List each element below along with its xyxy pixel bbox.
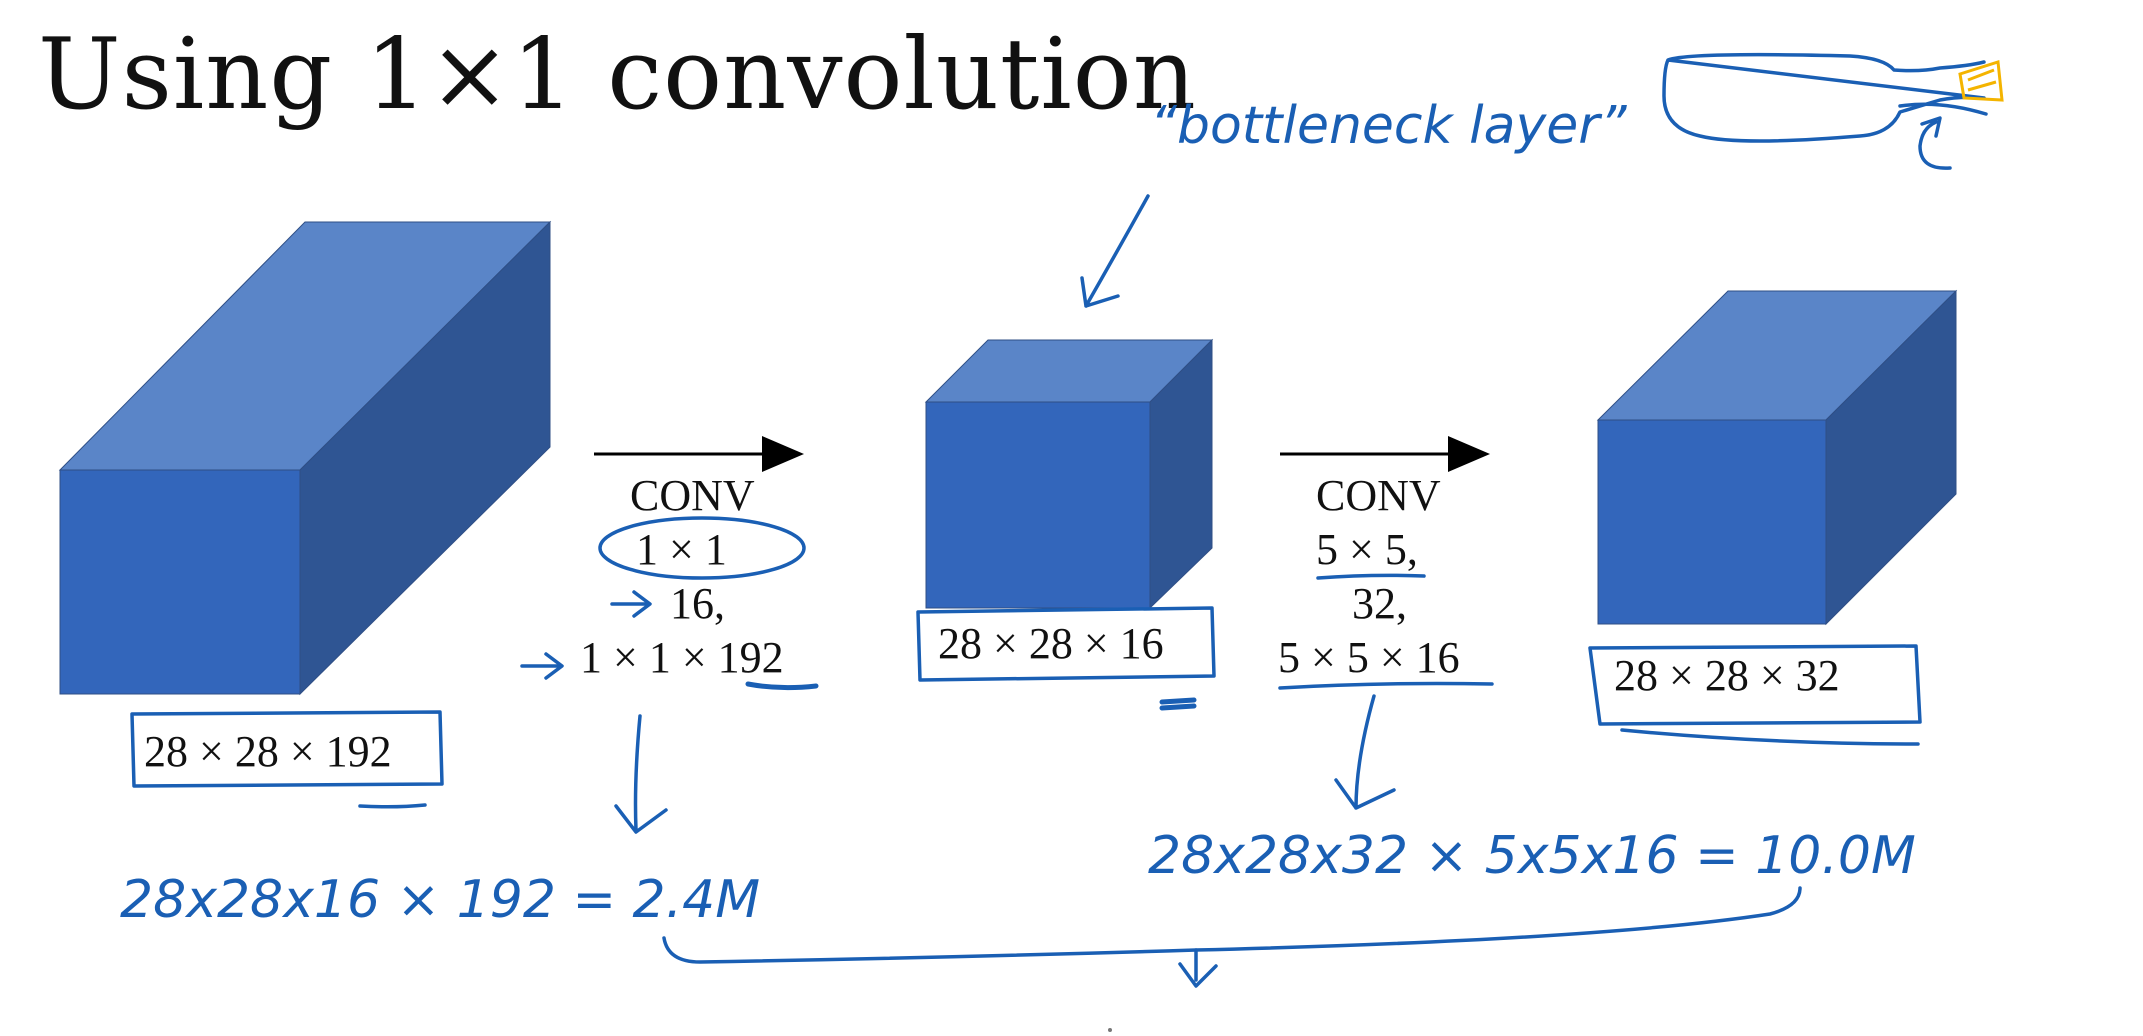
conv2-filter-shape: 5 × 5 × 16 [1278, 633, 1460, 682]
conv1-filter-circle [598, 516, 806, 580]
bottle-neck-lines [1898, 102, 1988, 116]
conv1-name: CONV [630, 471, 755, 520]
conv1-cost: 28x28x16 × 192 = 2.4M [120, 870, 761, 930]
total-cost-brace-tip [1178, 948, 1218, 988]
conv1-filter-count: 16, [670, 579, 725, 628]
volume-3-label-box [1588, 644, 1922, 726]
volume-2-cube [924, 338, 1214, 610]
ink-annotations [130, 52, 1988, 988]
conv1-filters-pointer [610, 590, 652, 618]
volume-2-front-face [925, 401, 1151, 609]
volume-1-front-face [59, 469, 301, 695]
stray-dot [1108, 1028, 1112, 1032]
bottle-body [1662, 52, 1986, 143]
volume-1-label-underline [358, 803, 427, 809]
volume-1-label: 28 × 28 × 192 [144, 727, 392, 776]
bottle-highlight [1958, 60, 2004, 102]
conv2-cost: 28x28x32 × 5x5x16 = 10.0M [1148, 826, 1916, 886]
conv2-filter-size: 5 × 5, [1316, 525, 1418, 574]
conv1-shape-pointer [520, 652, 564, 680]
total-cost-brace [662, 886, 1802, 964]
conv1-channels-underline [745, 681, 819, 691]
conv2-name: CONV [1316, 471, 1441, 520]
volume-3-front-face [1597, 419, 1827, 625]
conv1-filter-size: 1 × 1 [636, 525, 727, 574]
bottleneck-pointer-arrow [1080, 194, 1150, 308]
conv2-filter-count: 32, [1352, 579, 1407, 628]
volume-1-cube [58, 220, 552, 696]
volume-3-label: 28 × 28 × 32 [1614, 651, 1840, 700]
conv2-shape-underline [1278, 681, 1494, 690]
volume-1-label-box [130, 710, 444, 788]
volume-3-label-underline [1620, 728, 1920, 746]
bottleneck-label: “bottleneck layer” [1150, 96, 1627, 156]
conv2-down-arrow [1334, 694, 1396, 810]
volume-2-label-box [916, 606, 1216, 682]
volume-2-label-underline [1159, 697, 1197, 711]
conv1-filter-shape: 1 × 1 × 192 [580, 633, 784, 682]
conv1-down-arrow [614, 714, 668, 834]
bottle-arrow [1918, 116, 1952, 170]
volume-2-label: 28 × 28 × 16 [938, 619, 1164, 668]
conv2-filter-underline [1316, 573, 1426, 580]
slide-title: Using 1×1 convolution [38, 18, 1197, 132]
volume-3-cube [1596, 289, 1958, 626]
